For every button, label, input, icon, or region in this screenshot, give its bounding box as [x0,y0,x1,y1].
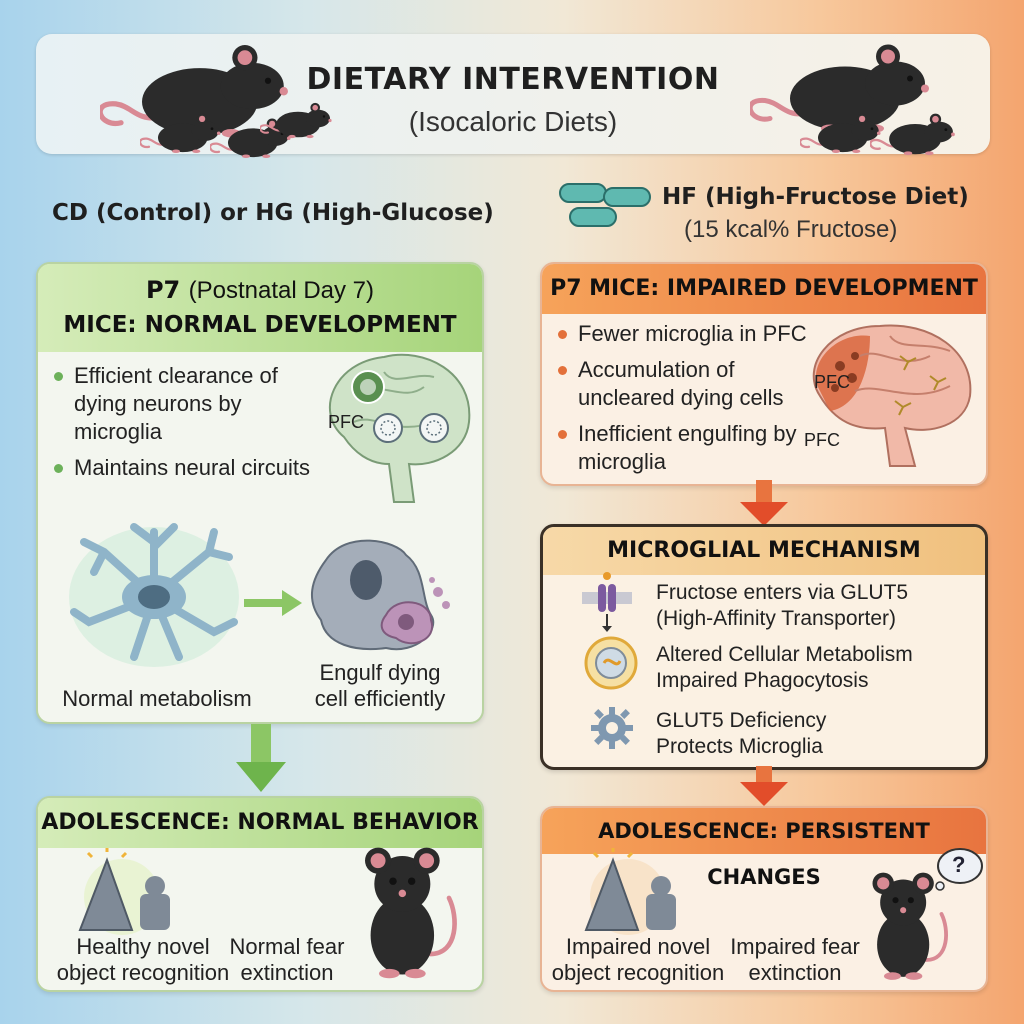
page-subtitle: (Isocaloric Diets) [408,106,618,137]
list-item: Accumulation of uncleared dying cells [556,356,826,412]
normal-fear-line1: Normal fear [229,934,345,959]
transporter-icon [582,572,632,632]
list-item: Efficient clearance of dying neurons by … [52,362,322,446]
thought-bubble-icon [935,848,983,891]
right-diet-heading: HF (High-Fructose Diet) [662,184,969,210]
healthy-brain-illustration [328,353,471,503]
right-diet-subheading: (15 kcal% Fructose) [684,216,898,243]
normal-fear-line2: extinction [240,960,334,985]
impaired-recognition-line2: object recognition [551,960,725,985]
panel-microglial-mechanism: MICROGLIAL MECHANISM [540,524,988,770]
healthy-brain-pfc-label: PFC [328,412,364,432]
impaired-brain-pfc-label-1: PFC [814,372,850,392]
microglial-mechanism-title: MICROGLIAL MECHANISM [543,527,985,575]
impaired-brain-illustration [812,324,972,467]
impaired-fear-line1: Impaired fear [730,934,860,959]
arrow-right-icon [244,590,302,616]
persistent-changes-title: ADOLESCENCE: PERSISTENT CHANGES [542,808,986,889]
arrow-down-icon [740,766,788,806]
standing-mouse-illustration [352,842,462,982]
cell-metabolism-icon [584,636,638,690]
healthy-recognition-line2: object recognition [56,960,230,985]
gear-icon [591,707,633,749]
arrow-down-icon [236,724,286,792]
mechanism-item-1-line1: Fructose enters via GLUT5 [656,581,909,604]
panel-normal-development-header: P7 (Postnatal Day 7) MICE: NORMAL DEVELO… [38,264,482,352]
engulf-caption-line2: cell efficiently [314,686,446,711]
novel-object-icon [78,848,170,935]
arrow-down-icon [740,480,788,526]
thought-question-mark: ? [952,852,966,877]
mechanism-item-3-line1: GLUT5 Deficiency [656,709,827,732]
normal-behavior-title: ADOLESCENCE: NORMAL BEHAVIOR [38,798,482,848]
novel-object-icon [584,848,676,935]
list-item: Inefficient engulfing by microglia [556,420,826,476]
p7-subtitle: (Postnatal Day 7) [188,277,375,304]
impaired-fear-line2: extinction [748,960,842,985]
microglia-illustration [69,523,239,667]
impaired-development-title: P7 MICE: IMPAIRED DEVELOPMENT [542,264,986,314]
normal-development-bullets: Efficient clearance of dying neurons by … [52,362,322,490]
normal-development-title: MICE: NORMAL DEVELOPMENT [63,312,457,338]
impaired-brain-pfc-label-2: PFC [804,430,840,450]
pill-icon [559,183,651,227]
left-diet-heading: CD (Control) or HG (High-Glucose) [52,200,494,226]
engulfing-cell-illustration [310,539,450,651]
list-item: Maintains neural circuits [52,454,372,482]
impaired-development-bullets: Fewer microglia in PFC Accumulation of u… [556,320,826,484]
normal-metabolism-caption: Normal metabolism [62,686,252,711]
p7-label: P7 [145,276,181,304]
mechanism-item-1-line2: (High-Affinity Transporter) [656,607,897,630]
engulf-caption-line1: Engulf dying [319,660,441,685]
impaired-recognition-line1: Impaired novel [565,934,711,959]
mechanism-item-2-line2: Impaired Phagocytosis [656,669,869,692]
mechanism-item-2-line1: Altered Cellular Metabolism [656,643,913,666]
mouse-group-right-illustration [730,26,957,157]
mouse-group-left-illustration [60,26,333,160]
list-item: Fewer microglia in PFC [556,320,826,348]
page-title: DIETARY INTERVENTION [306,62,720,97]
mechanism-item-3-line2: Protects Microglia [656,735,823,758]
healthy-recognition-line1: Healthy novel [76,934,210,959]
